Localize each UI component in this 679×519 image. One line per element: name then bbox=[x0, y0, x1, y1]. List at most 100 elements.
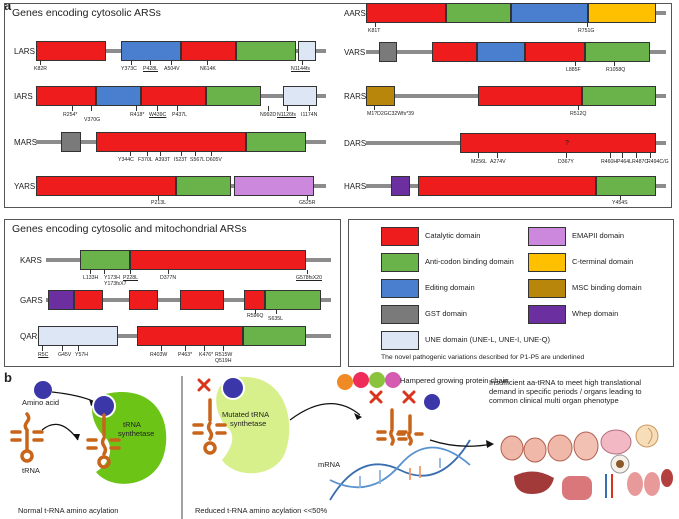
mutation-label: A274V bbox=[490, 159, 506, 165]
whep-domain bbox=[391, 176, 410, 196]
mutation-label: Y173H bbox=[104, 275, 120, 281]
catalytic-domain bbox=[525, 42, 585, 62]
mutation-label: R487C bbox=[632, 159, 649, 165]
synthetase-mutated-icon bbox=[216, 376, 290, 474]
anticodon-domain bbox=[585, 42, 650, 62]
normal-acylation-label: Normal t-RNA amino acylation bbox=[18, 506, 119, 515]
mutation-label: Y344C bbox=[118, 157, 134, 163]
mutation-label: D367Y bbox=[558, 159, 574, 165]
mutation-label: M256L bbox=[471, 159, 487, 165]
mutation-label: N614K bbox=[200, 66, 216, 72]
insufficient-line1: Insufficient aa-tRNA to meet high transl… bbox=[489, 378, 642, 387]
mutation-label: P228L bbox=[123, 275, 139, 281]
mutation-label: I1174N bbox=[301, 112, 318, 118]
c-terminal-domain bbox=[588, 3, 656, 23]
panel-b-letter: b bbox=[4, 370, 12, 385]
legend-note: The novel pathogenic variations describe… bbox=[381, 354, 585, 361]
emapii-domain bbox=[234, 176, 314, 196]
catalytic-domain bbox=[130, 250, 306, 270]
legend-swatch-une bbox=[381, 331, 419, 350]
une-domain bbox=[38, 326, 118, 346]
mutation-label: P464L bbox=[617, 159, 633, 165]
mutation-label: R512Q bbox=[570, 111, 587, 117]
catalytic-domain bbox=[36, 86, 96, 106]
mutation-label: L885F bbox=[566, 67, 581, 73]
mutation-label: R751G bbox=[578, 28, 595, 34]
mutation-label: R418* bbox=[130, 112, 145, 118]
trna-icon bbox=[10, 412, 44, 463]
gene-label: LARS bbox=[14, 47, 35, 56]
gst-domain bbox=[61, 132, 81, 152]
cytosolic-ars-box bbox=[4, 3, 672, 208]
legend-label: UNE domain (UNE-L, UNE-I, UNE-Q) bbox=[425, 335, 551, 344]
anticodon-domain bbox=[243, 326, 306, 346]
cyto-mito-ars-title: Genes encoding cytosolic and mitochondri… bbox=[12, 223, 247, 235]
mutation-label: P428L bbox=[143, 66, 159, 72]
mutation-label: P437L bbox=[172, 112, 188, 118]
organ-icons bbox=[500, 424, 673, 500]
mutation-label: D377N bbox=[160, 275, 177, 281]
legend-swatch-editing bbox=[381, 279, 419, 298]
editing-domain bbox=[121, 41, 181, 61]
mutation-label: S567L bbox=[190, 157, 206, 163]
mutated-synthetase-line2: synthetase bbox=[230, 419, 267, 428]
mutation-label: R494C/G bbox=[647, 159, 669, 165]
panel-b-illustration bbox=[10, 372, 673, 519]
mutation-label: Q519H bbox=[215, 358, 232, 364]
mutation-label: N1144fs bbox=[291, 66, 310, 72]
catalytic-domain bbox=[129, 290, 158, 310]
catalytic-domain bbox=[36, 41, 106, 61]
catalytic-domain bbox=[137, 326, 243, 346]
mrna-label: mRNA bbox=[318, 460, 341, 469]
anticodon-domain bbox=[596, 176, 656, 196]
catalytic-domain bbox=[36, 176, 176, 196]
une-domain bbox=[298, 41, 316, 61]
catalytic-domain bbox=[141, 86, 206, 106]
msc-binding-domain bbox=[366, 86, 395, 106]
legend-label: C-terminal domain bbox=[572, 257, 634, 266]
mutation-label: Y173fsX7 bbox=[104, 281, 127, 287]
legend-swatch-whep bbox=[528, 305, 566, 324]
legend-label: EMAPII domain bbox=[572, 231, 625, 240]
mutation-label: R1058Q bbox=[606, 67, 626, 73]
mutation-label: V370G bbox=[84, 117, 101, 123]
catalytic-domain bbox=[180, 290, 224, 310]
catalytic-domain bbox=[74, 290, 103, 310]
mutation-label: R403W bbox=[150, 352, 168, 358]
mutation-label: G578fsX20 bbox=[296, 275, 322, 281]
legend-label: MSC binding domain bbox=[572, 283, 642, 292]
mutation-label: A393T bbox=[155, 157, 171, 163]
gene-label: GARS bbox=[20, 296, 43, 305]
editing-domain bbox=[96, 86, 141, 106]
error-x-icon bbox=[197, 378, 211, 392]
gene-label: AARS bbox=[344, 9, 366, 18]
gene-label: IARS bbox=[14, 92, 33, 101]
mutation-label: R596Q bbox=[247, 313, 264, 319]
gene-label: VARS bbox=[344, 48, 366, 57]
catalytic-domain bbox=[244, 290, 265, 310]
question-mark: ? bbox=[565, 140, 569, 147]
anticodon-domain bbox=[176, 176, 231, 196]
catalytic-domain bbox=[418, 176, 596, 196]
mutation-label: L133H bbox=[83, 275, 99, 281]
legend-label: Editing domain bbox=[425, 283, 475, 292]
legend-box bbox=[348, 219, 674, 367]
mutation-label: Y454S bbox=[612, 200, 628, 206]
editing-domain bbox=[477, 42, 525, 62]
gene-label: YARS bbox=[14, 182, 36, 191]
anticodon-domain bbox=[236, 41, 296, 61]
insufficient-line3: common clinical multi organ phenotype bbox=[489, 396, 619, 405]
mutation-label: R254* bbox=[63, 112, 78, 118]
mutation-label: G525R bbox=[299, 200, 316, 206]
anticodon-domain bbox=[265, 290, 321, 310]
anticodon-domain bbox=[582, 86, 656, 106]
mutation-label: M1?D2GC32Wfs*39 bbox=[367, 111, 414, 117]
anticodon-domain bbox=[80, 250, 130, 270]
hampered-chain-label: Hampered growing protein chain bbox=[400, 376, 509, 385]
synthetase-label-line2: synthetase bbox=[118, 429, 155, 438]
amino-acid-label: Amino acid bbox=[22, 398, 60, 407]
reduced-acylation-label: Reduced t-RNA amino acylation <<50% bbox=[195, 506, 328, 515]
anticodon-domain bbox=[206, 86, 261, 106]
legend-swatch-catalytic bbox=[381, 227, 419, 246]
gene-label: RARS bbox=[344, 92, 367, 101]
